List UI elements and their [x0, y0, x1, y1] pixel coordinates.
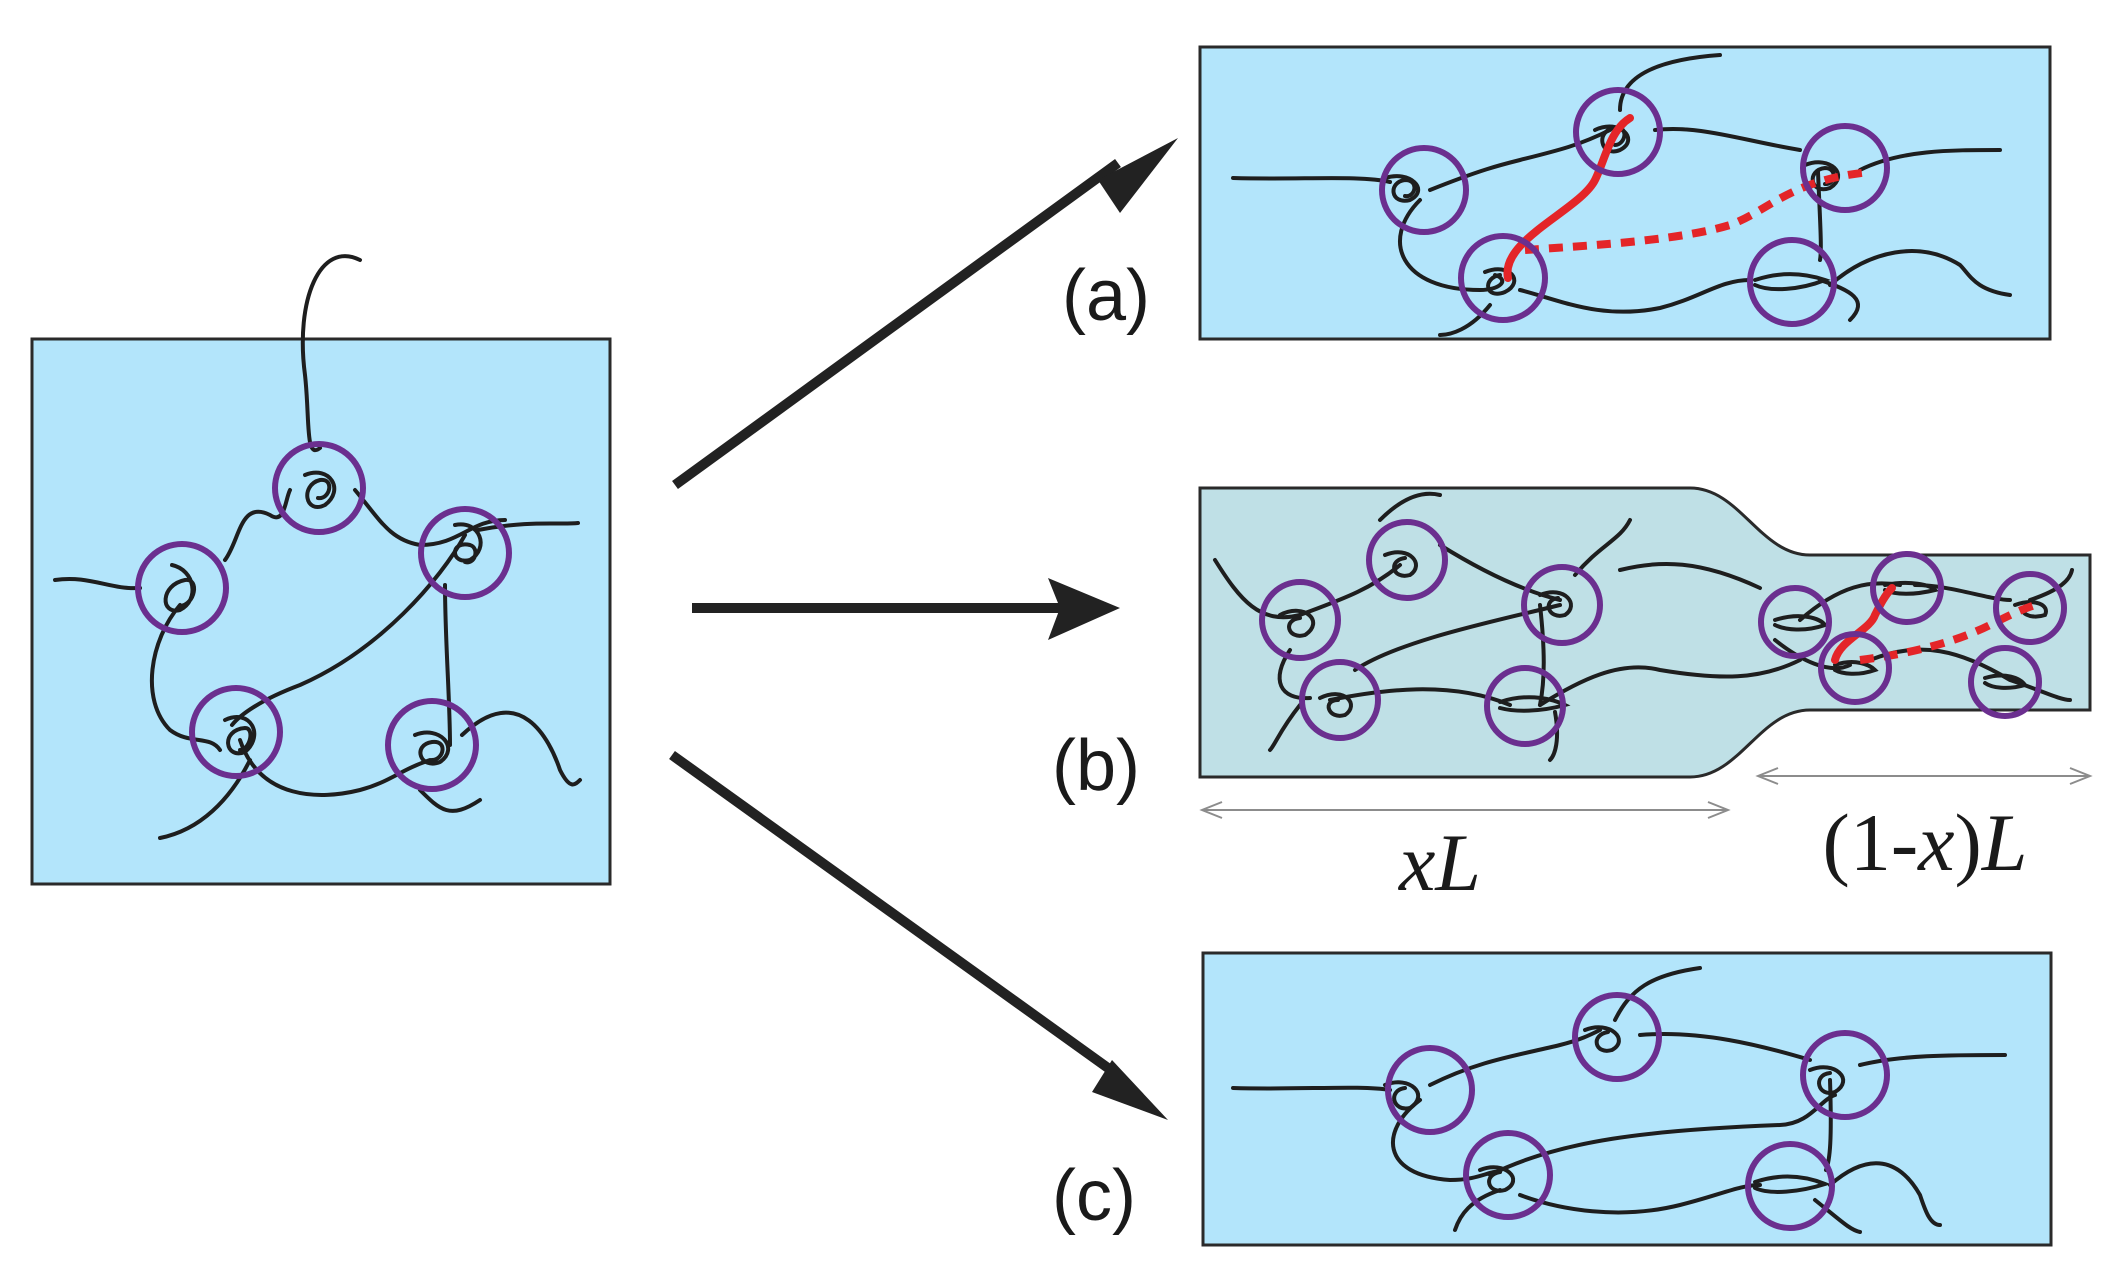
arrowhead-icon [1048, 578, 1120, 640]
crosslink-ring [1800, 123, 1890, 213]
stretched-bridge-chain [1831, 584, 1896, 664]
dimension-1-xL: (1-x)L [1755, 767, 2093, 888]
crosslink-ring [1458, 233, 1548, 323]
crosslink-ring [1745, 1141, 1835, 1231]
crosslink-ring [1573, 87, 1663, 177]
panel-label-a: (a) [1062, 256, 1150, 336]
deformation-arrows [669, 138, 1178, 1120]
panel-label-c: (c) [1052, 1156, 1136, 1236]
undeformed-network-panel [30, 254, 612, 886]
crosslink-ring [1366, 519, 1448, 601]
arrowhead-icon [1092, 1060, 1168, 1120]
crosslink-ring [1484, 665, 1566, 747]
crosslink-ring [1968, 645, 2042, 719]
dimension-label-1-xL: (1-x)L [1823, 797, 2028, 888]
broken-bridge-chain [1859, 601, 2037, 664]
crosslink-ring [135, 541, 229, 635]
arrowhead-icon [1098, 138, 1178, 213]
crosslink-ring [1993, 571, 2067, 645]
crosslink-ring [189, 685, 283, 779]
undeformed-box [30, 337, 612, 886]
crosslink-ring [1870, 551, 1944, 625]
panel-a: (a) [1062, 45, 2052, 341]
arrow-to-a [672, 158, 1121, 490]
crosslink-ring [272, 441, 366, 535]
crosslink-ring [1259, 579, 1341, 661]
crosslink-ring [1800, 1030, 1890, 1120]
crosslink-ring [1385, 1045, 1475, 1135]
crosslink-ring [1299, 659, 1381, 741]
arrow-to-c [669, 750, 1111, 1073]
panel-c: (c) [1052, 951, 2053, 1247]
dimension-xL: xL [1199, 801, 1731, 908]
crosslink-ring [1818, 631, 1892, 705]
crosslink-ring [1758, 585, 1832, 659]
crosslink-ring [385, 698, 479, 792]
necked-box-b [1198, 486, 2092, 779]
crosslink-ring [1463, 1130, 1553, 1220]
crosslink-ring [1521, 564, 1603, 646]
panel-b: (b) xL (1-x)L [1052, 486, 2093, 908]
crosslink-ring [1379, 145, 1469, 235]
stretched-box-a [1198, 45, 2052, 341]
stretched-bridge-chain [1503, 114, 1634, 282]
crosslink-ring [418, 506, 512, 600]
crosslink-ring [1747, 237, 1837, 327]
crosslink-ring [1572, 992, 1662, 1082]
dimension-label-xL: xL [1398, 817, 1481, 908]
panel-label-b: (b) [1052, 726, 1140, 806]
